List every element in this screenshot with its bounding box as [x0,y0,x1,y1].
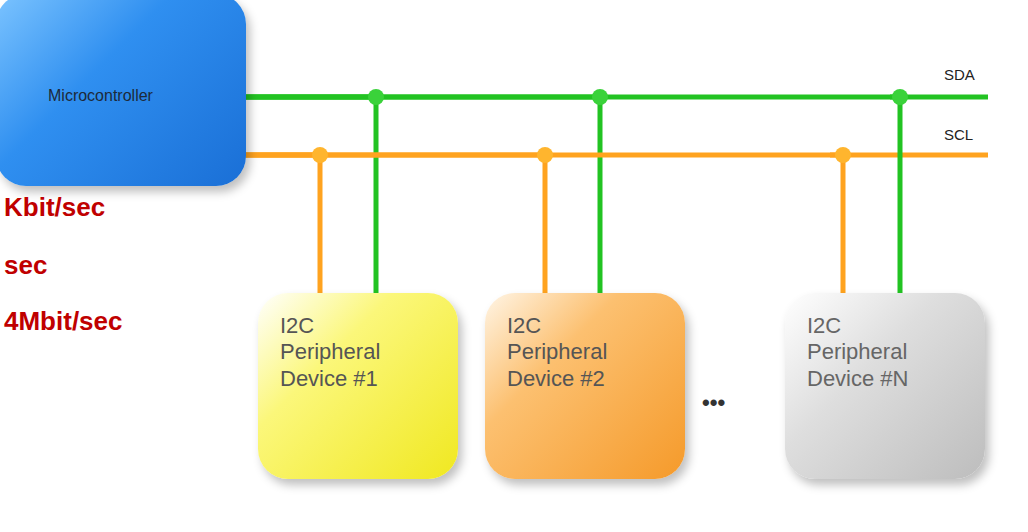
junction-dot [892,89,908,105]
bus-connector [244,97,376,295]
junction-dot [537,147,553,163]
connector-group [244,97,900,295]
junction-dot [312,147,328,163]
ellipsis: ••• [702,390,725,416]
speed-note: 4Mbit/sec [4,306,123,337]
bus-connector [244,97,600,295]
controller-box: Microcontroller [0,0,246,186]
controller-name: Microcontroller [48,86,238,105]
junction-dot [592,89,608,105]
bus-connector [244,155,843,295]
device-name: I2C Peripheral Device #2 [507,313,625,392]
signal-name: SCL [944,126,973,143]
scl-bus-end [830,153,988,158]
bus-connector [244,155,545,295]
junction-dot [368,89,384,105]
bus-connector [244,155,320,295]
peripheral-box: I2C Peripheral Device #N [785,293,985,479]
device-name: I2C Peripheral Device #1 [280,313,398,392]
speed-note: sec [4,250,47,281]
speed-note: Kbit/sec [4,192,105,223]
scl-junctions [312,147,851,163]
device-name: I2C Peripheral Device #N [807,313,925,392]
junction-dot [835,147,851,163]
peripheral-box: I2C Peripheral Device #1 [258,293,458,479]
sda-junctions [368,89,908,105]
signal-name: SDA [944,66,975,83]
peripheral-box: I2C Peripheral Device #2 [485,293,685,479]
bus-connector [244,97,900,295]
